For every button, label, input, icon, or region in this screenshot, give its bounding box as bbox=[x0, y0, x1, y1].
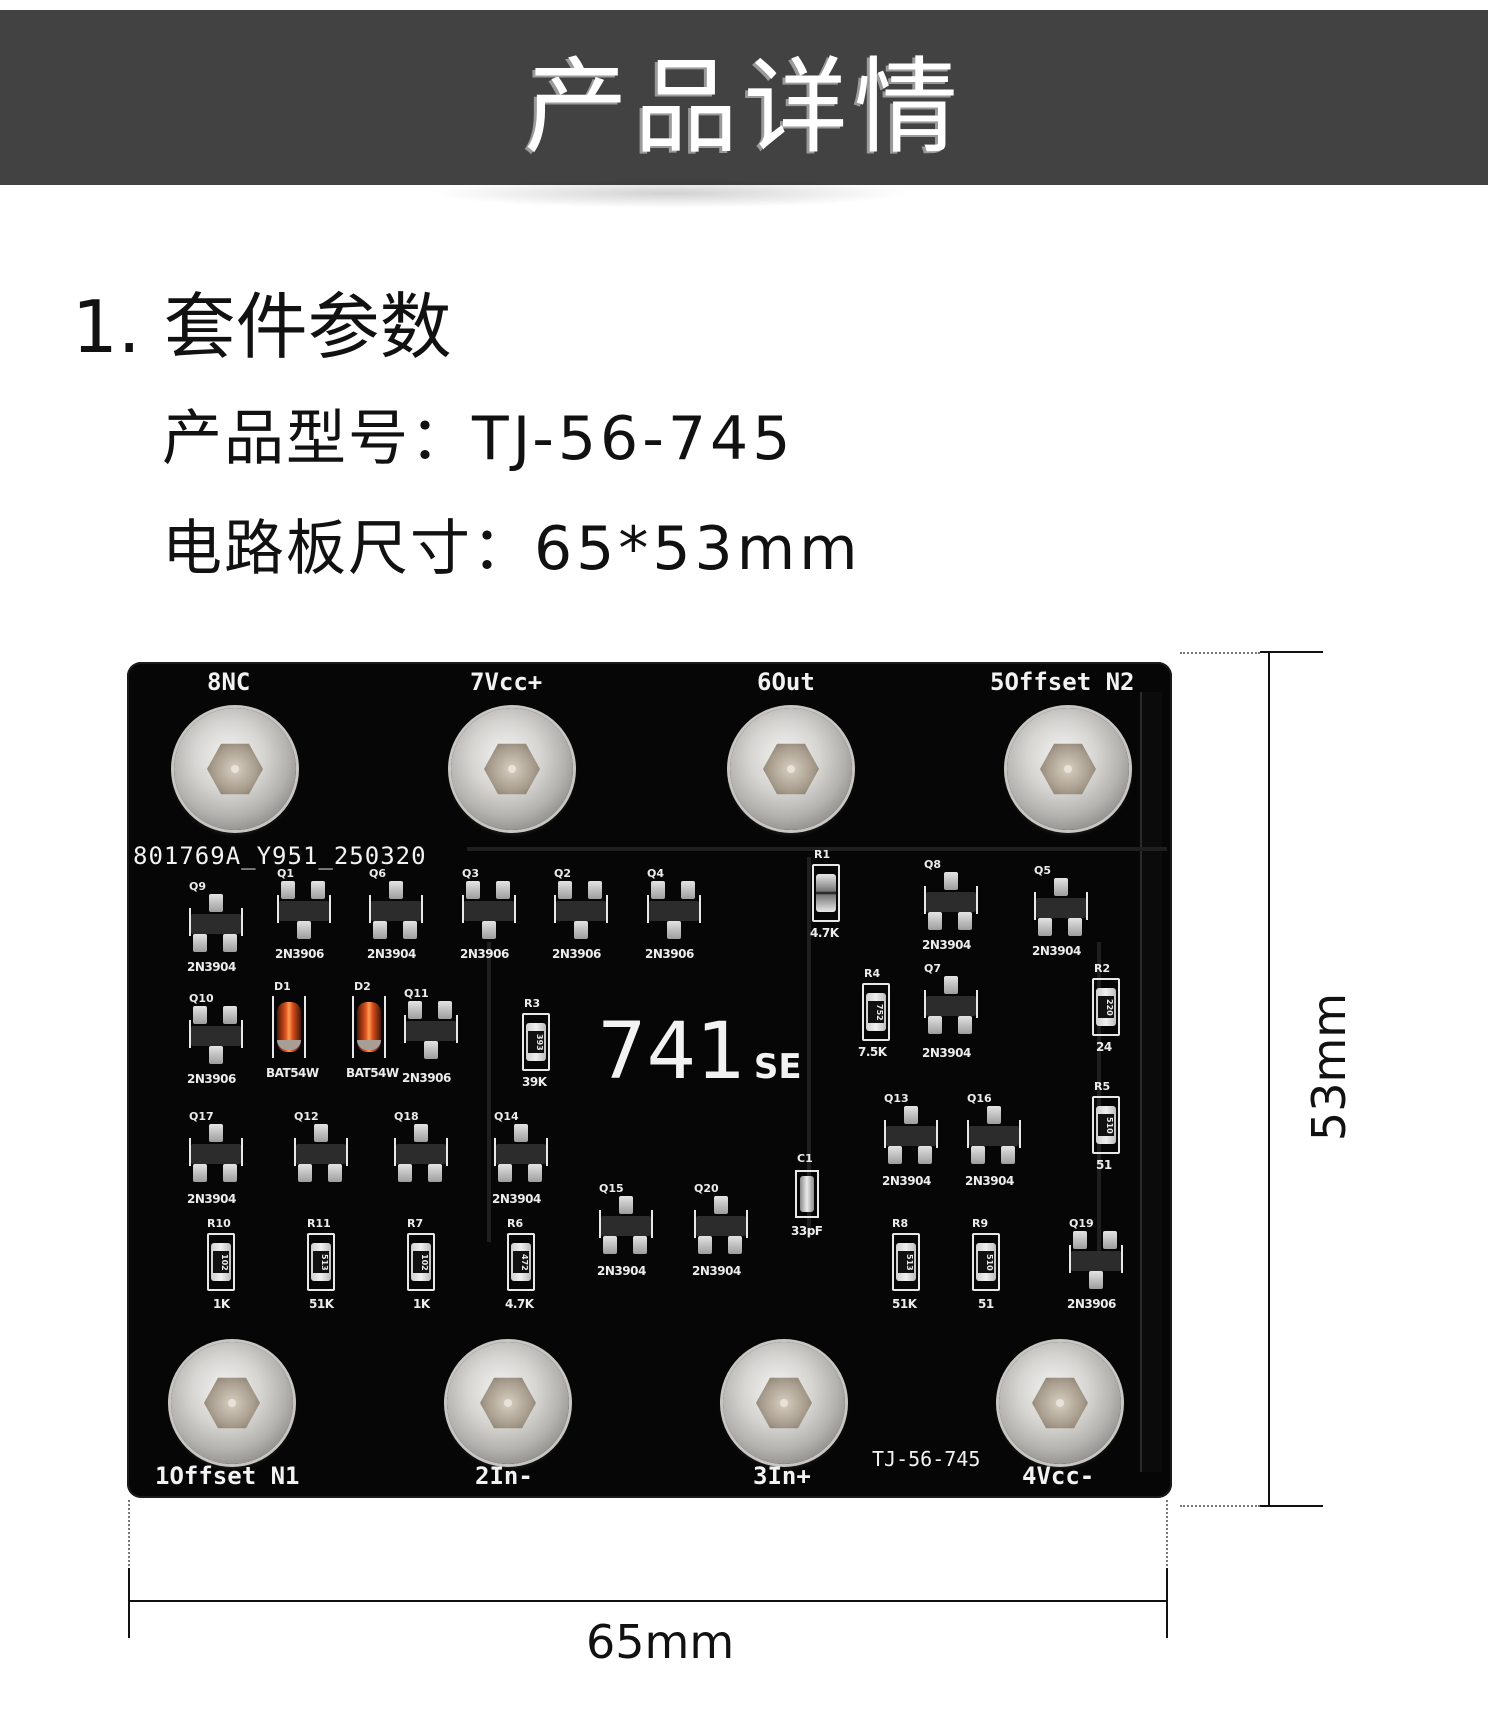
dim-width-left-tick bbox=[128, 1568, 130, 1638]
dim-height-label: 53mm bbox=[1302, 992, 1357, 1142]
pcb-trace bbox=[467, 847, 1167, 851]
header-banner bbox=[0, 10, 1488, 185]
pin-label-5: 5Offset N2 bbox=[990, 668, 1135, 696]
dim-width-right-dotted bbox=[1166, 1500, 1168, 1570]
screw-terminal-3 bbox=[723, 1342, 845, 1464]
dim-height-bottom-dotted bbox=[1180, 1505, 1260, 1507]
dim-height-top-tick bbox=[1260, 651, 1323, 653]
pcb-edge bbox=[1140, 692, 1162, 1472]
page-title: 产品详情 bbox=[523, 46, 964, 168]
pcb-trace bbox=[487, 942, 491, 1242]
dim-width-left-dotted bbox=[128, 1500, 130, 1570]
pin-label-8: 8NC bbox=[207, 668, 251, 696]
pcb-trace bbox=[807, 857, 811, 1237]
pin-label-7: 7Vcc+ bbox=[470, 668, 543, 696]
dim-height-line bbox=[1268, 652, 1270, 1507]
screw-terminal-2 bbox=[447, 1342, 569, 1464]
pcb-board-photo: 8NC 7Vcc+ 6Out 5Offset N2 801769A_Y951_2… bbox=[127, 662, 1172, 1498]
spec-model-value: TJ-56-745 bbox=[472, 404, 795, 474]
dim-height-bottom-tick bbox=[1260, 1505, 1323, 1507]
spec-board-size: 电路板尺寸：65*53mm bbox=[162, 500, 862, 587]
screw-terminal-5 bbox=[1007, 708, 1129, 830]
pin-label-6: 6Out bbox=[757, 668, 815, 696]
spec-model-label: 产品型号： bbox=[162, 404, 472, 474]
screw-terminal-1 bbox=[171, 1342, 293, 1464]
dim-height-top-dotted bbox=[1180, 652, 1260, 654]
spec-model: 产品型号：TJ-56-745 bbox=[162, 390, 794, 477]
screw-terminal-6 bbox=[730, 708, 852, 830]
pin-label-4: 4Vcc- bbox=[1022, 1462, 1095, 1490]
dim-width-label: 65mm bbox=[586, 1615, 735, 1669]
screw-terminal-4 bbox=[999, 1342, 1121, 1464]
pcb-model-mark: TJ-56-745 bbox=[872, 1447, 981, 1471]
spec-board-size-label: 电路板尺寸： bbox=[162, 514, 534, 584]
dim-width-line bbox=[128, 1600, 1168, 1602]
dim-width-right-tick bbox=[1166, 1568, 1168, 1638]
pin-label-2: 2In- bbox=[475, 1462, 533, 1490]
pin-label-3: 3In+ bbox=[753, 1462, 811, 1490]
spec-board-size-value: 65*53mm bbox=[534, 514, 862, 584]
screw-terminal-8 bbox=[174, 708, 296, 830]
screw-terminal-7 bbox=[451, 708, 573, 830]
section-title: 1. 套件参数 bbox=[72, 285, 452, 369]
header-shadow bbox=[430, 178, 910, 208]
pin-label-1: 1Offset N1 bbox=[155, 1462, 300, 1490]
pcb-serial: 801769A_Y951_250320 bbox=[133, 842, 427, 870]
